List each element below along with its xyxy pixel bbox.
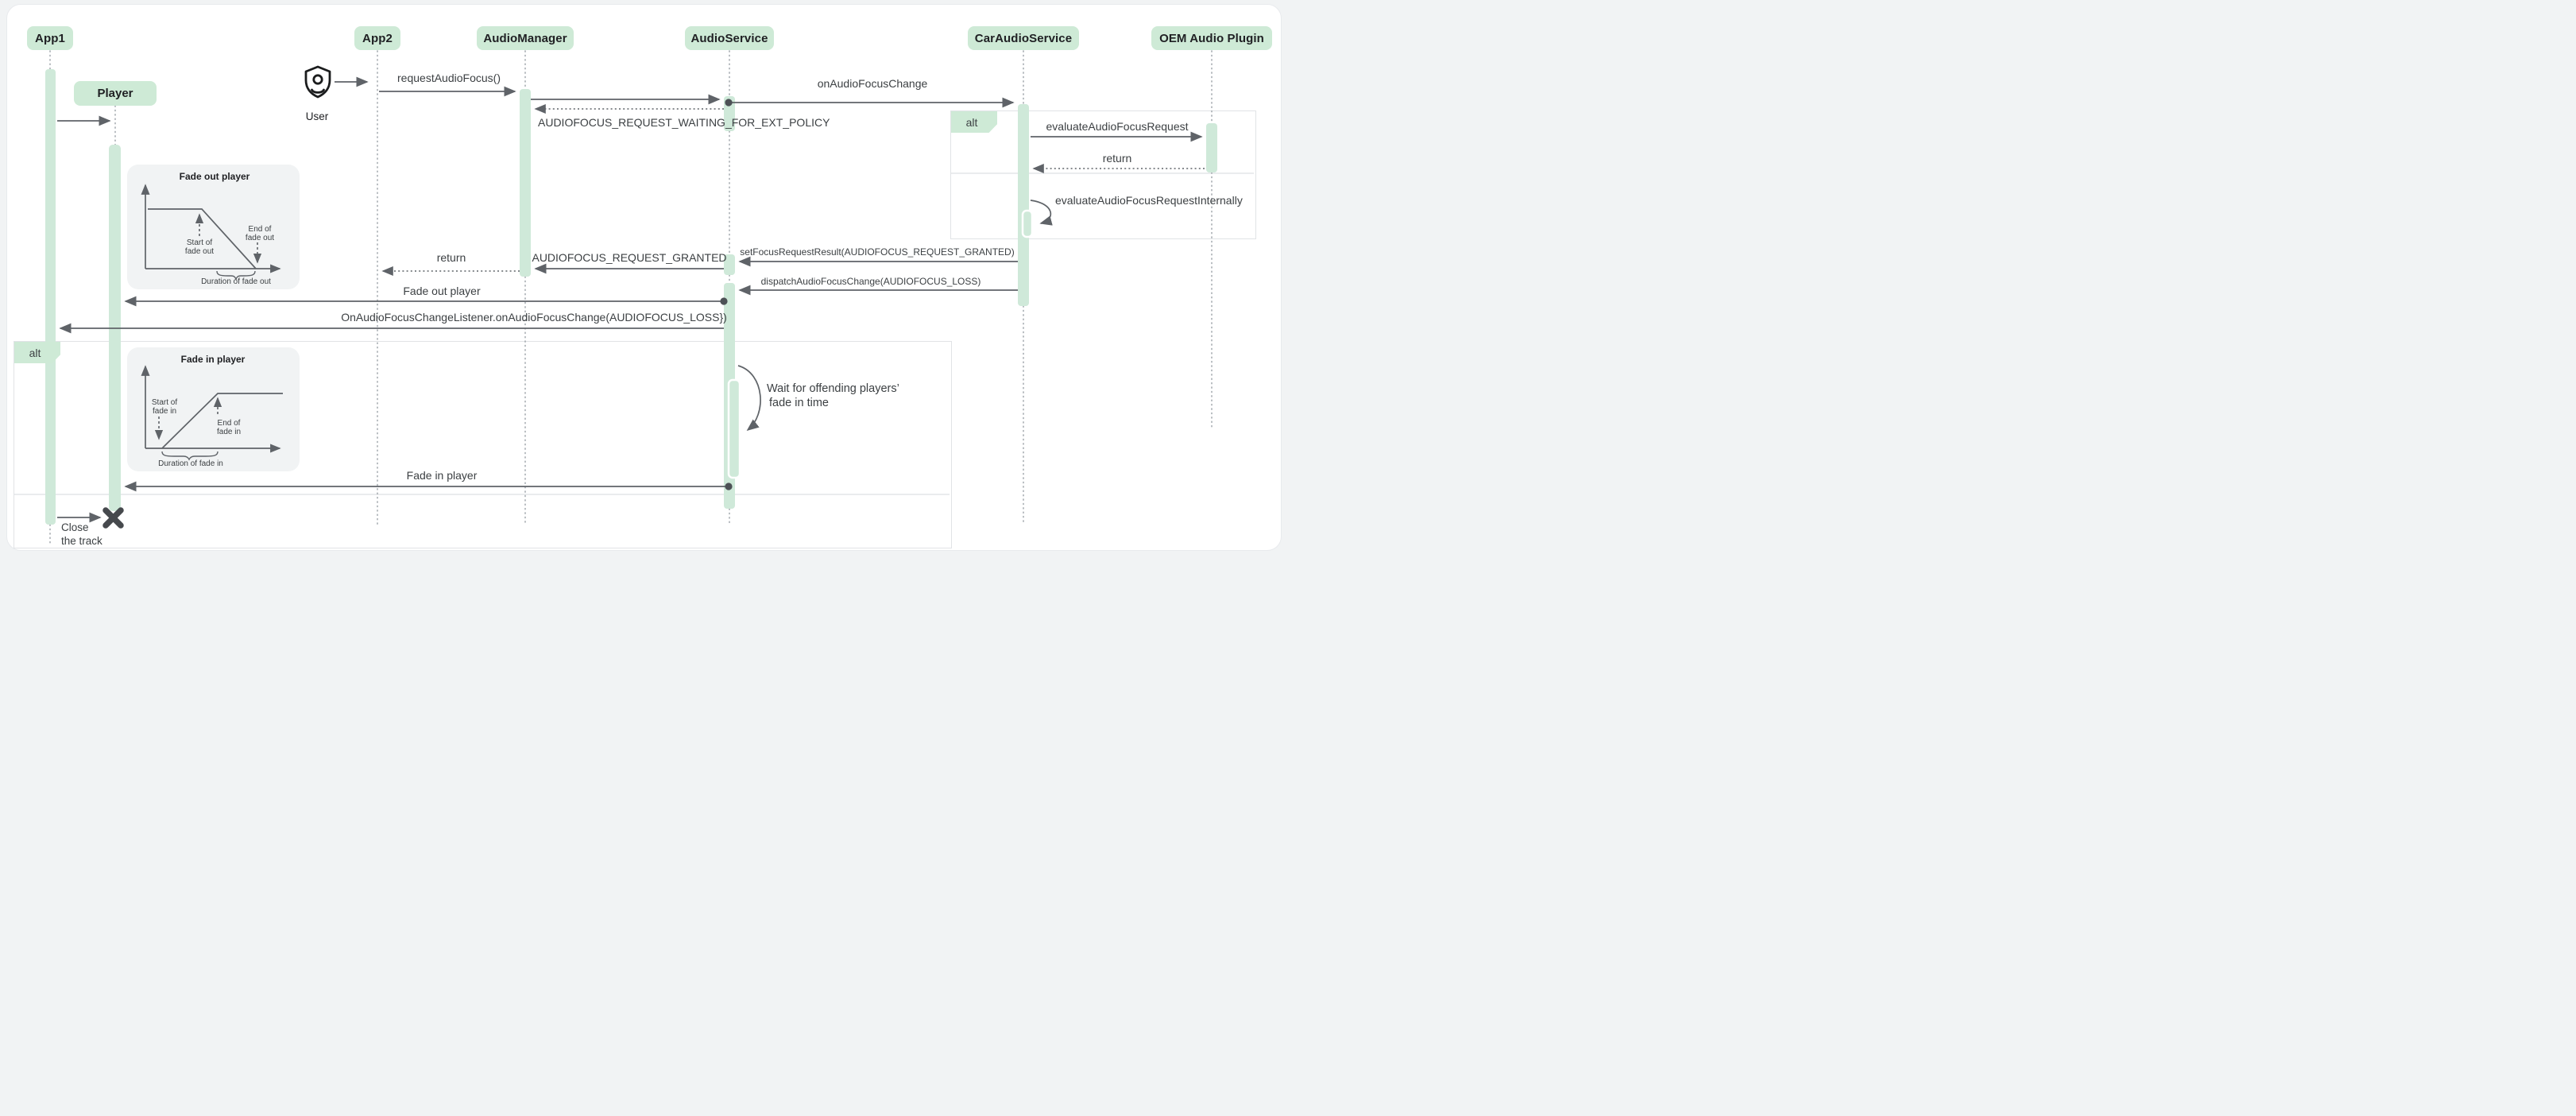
- msg-evaluate-audio-focus-request: evaluateAudioFocusRequest: [1046, 120, 1189, 133]
- participant-audiomanager: AudioManager: [477, 26, 574, 50]
- participant-label: CarAudioService: [974, 31, 1073, 45]
- alt-label-right: alt: [951, 111, 997, 133]
- msg-on-audio-focus-change: onAudioFocusChange: [817, 77, 928, 90]
- msg-fade-in-player: Fade in player: [406, 469, 478, 482]
- fade-out-end-line2: fade out: [245, 234, 275, 242]
- alt-frame-right: [950, 110, 1256, 239]
- sequence-diagram-canvas: App1 App2 AudioManager AudioService CarA…: [0, 0, 1288, 558]
- participant-label: AudioService: [690, 31, 768, 45]
- msg-fade-out-player: Fade out player: [403, 285, 481, 297]
- msg-return-left: return: [436, 251, 466, 264]
- alt-label-left: alt: [14, 342, 60, 363]
- player-object-box: Player: [74, 81, 157, 106]
- participant-label: AudioManager: [483, 31, 567, 45]
- note-wait-line1: Wait for offending players’: [767, 382, 899, 395]
- inset-fade-out-player: [127, 165, 300, 289]
- msg-on-focus-change-listener: OnAudioFocusChangeListener.onAudioFocusC…: [341, 311, 727, 324]
- fade-in-start-line2: fade in: [152, 407, 177, 416]
- participant-label: OEM Audio Plugin: [1159, 31, 1264, 45]
- fade-out-start-line1: Start of: [186, 238, 213, 247]
- participant-caraudioservice: CarAudioService: [968, 26, 1079, 50]
- user-actor-label: User: [305, 110, 329, 122]
- fade-out-end-line1: End of: [248, 225, 272, 234]
- fade-in-end-line1: End of: [217, 419, 241, 428]
- msg-waiting-for-ext-policy: AUDIOFOCUS_REQUEST_WAITING_FOR_EXT_POLIC…: [538, 116, 830, 129]
- fade-out-start-line2: fade out: [184, 247, 215, 256]
- player-label: Player: [97, 87, 133, 100]
- participant-app1: App1: [27, 26, 73, 50]
- fade-in-end-line2: fade in: [216, 428, 242, 436]
- fade-in-title: Fade in player: [180, 354, 246, 365]
- msg-set-focus-request-result: setFocusRequestResult(AUDIOFOCUS_REQUEST…: [740, 246, 1015, 258]
- alt-frame-left: [14, 341, 952, 548]
- fade-out-duration: Duration of fade out: [201, 277, 271, 286]
- fade-in-start-line1: Start of: [151, 398, 178, 407]
- msg-dispatch-focus-change: dispatchAudioFocusChange(AUDIOFOCUS_LOSS…: [760, 276, 981, 287]
- msg-return-right: return: [1102, 152, 1132, 165]
- msg-close-line2: the track: [61, 535, 102, 547]
- msg-close-line1: Close: [61, 521, 89, 533]
- fade-out-title: Fade out player: [179, 171, 250, 182]
- msg-evaluate-internally: evaluateAudioFocusRequestInternally: [1055, 194, 1243, 207]
- note-wait-line2: fade in time: [769, 397, 829, 409]
- participant-audioservice: AudioService: [685, 26, 774, 50]
- participant-app2: App2: [354, 26, 400, 50]
- participant-label: App2: [362, 31, 393, 45]
- msg-request-audio-focus: requestAudioFocus(): [397, 72, 501, 84]
- msg-request-granted: AUDIOFOCUS_REQUEST_GRANTED: [532, 251, 727, 264]
- participant-oem-audio-plugin: OEM Audio Plugin: [1151, 26, 1272, 50]
- participant-label: App1: [35, 31, 65, 45]
- fade-in-duration: Duration of fade in: [158, 459, 223, 468]
